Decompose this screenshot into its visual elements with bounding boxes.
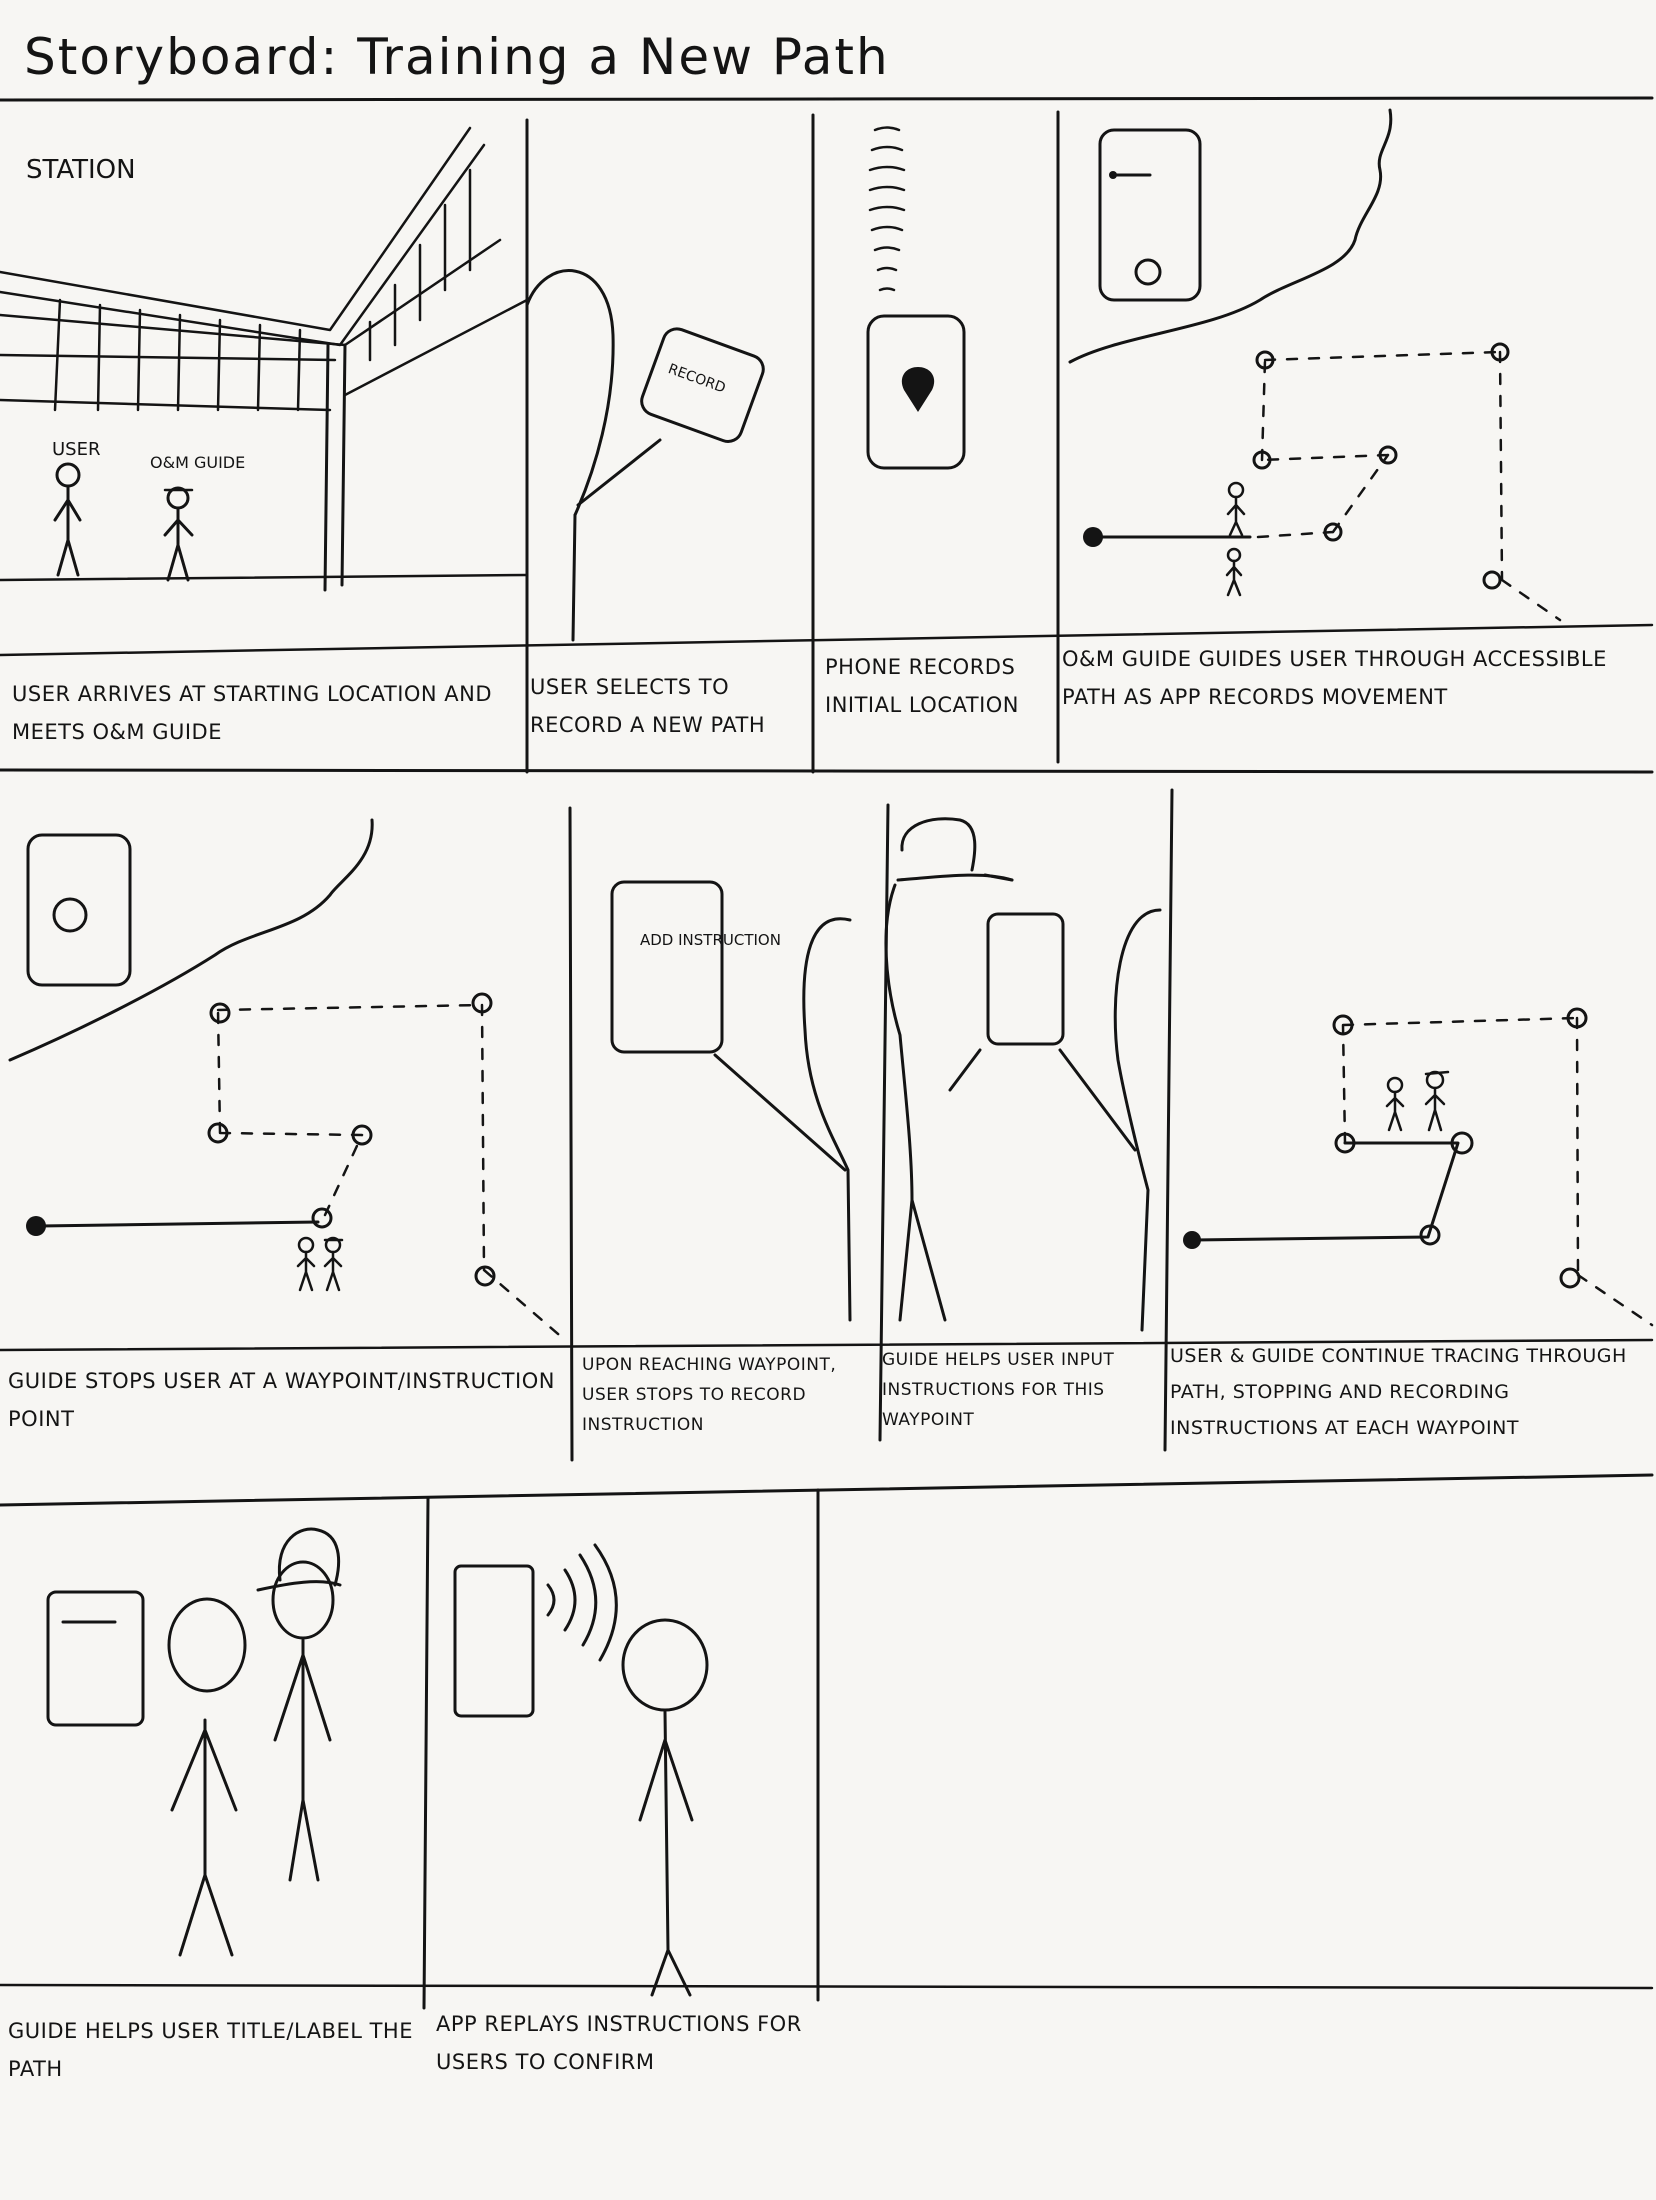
- panel-1-scene: Station User O&M Guide: [0, 126, 529, 592]
- panel-3-caption: Phone records initial location: [825, 655, 1019, 717]
- panel-6-caption: Upon reaching waypoint, user stops to re…: [582, 1355, 837, 1435]
- panel-2-caption: User selects to record a new path: [530, 675, 766, 737]
- add-instruction-label: Add Instruction: [640, 931, 781, 949]
- phone: [610, 880, 724, 1054]
- phone: [26, 833, 132, 987]
- phone: [1098, 128, 1202, 302]
- panel-5-scene: [8, 818, 567, 1342]
- panel-10-scene: [453, 1543, 709, 1997]
- panel-8-scene: [1183, 1007, 1654, 1327]
- panel-1-caption: User arrives at starting location and me…: [12, 682, 493, 744]
- panel-4-caption: O&M guide guides user through accessible…: [1062, 647, 1607, 709]
- page-title: Storyboard: Training a New Path: [24, 28, 890, 86]
- panel-5-caption: Guide stops user at a waypoint/instructi…: [8, 1369, 555, 1431]
- phone: [640, 327, 765, 443]
- user-label: User: [52, 439, 100, 460]
- record-button-label: Record: [666, 361, 728, 397]
- panel-10-caption: App replays instructions for users to co…: [436, 2012, 802, 2074]
- location-pin-icon: [901, 367, 935, 412]
- phone: [986, 912, 1065, 1046]
- phone: [866, 314, 966, 470]
- panel-grid: [0, 96, 1654, 2010]
- panel-7-scene: [884, 817, 1162, 1332]
- panel-2-scene: Record: [525, 269, 765, 642]
- panel-4-scene: [1068, 108, 1562, 622]
- phone: [46, 1590, 145, 1727]
- sound-waves-icon: [546, 1543, 618, 1662]
- panel-9-scene: [46, 1527, 342, 1957]
- panel-9-caption: Guide helps user title/label the path: [8, 2019, 413, 2081]
- station-label: Station: [26, 155, 136, 185]
- phone: [453, 1564, 535, 1718]
- panel-7-caption: Guide helps user input instructions for …: [882, 1350, 1115, 1430]
- panel-8-caption: User & guide continue tracing through pa…: [1170, 1345, 1627, 1439]
- panel-6-scene: Add Instruction: [610, 880, 852, 1322]
- om-guide-label: O&M Guide: [150, 453, 245, 472]
- panel-3-scene: [866, 126, 966, 470]
